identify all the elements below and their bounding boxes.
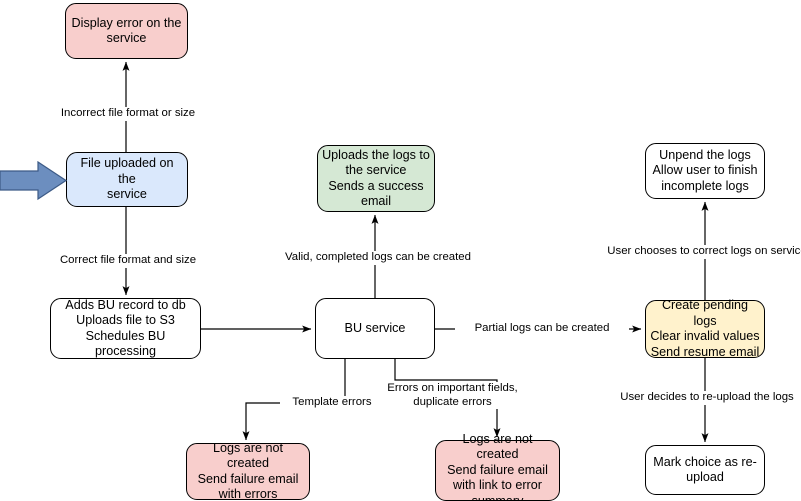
node-create-pending-logs[interactable]: Create pending logs Clear invalid values… xyxy=(645,298,765,359)
edge-label-user-chooses-correct-logs: User chooses to correct logs on service xyxy=(600,245,801,259)
input-entry-arrow-icon xyxy=(0,161,68,201)
edge-label-incorrect-file-format: Incorrect file format or size xyxy=(26,107,230,121)
edge-label-user-decides-reupload: User decides to re-upload the logs xyxy=(611,391,801,405)
node-file-uploaded-on-the-service[interactable]: File uploaded on the service xyxy=(66,152,188,207)
node-mark-choice-as-reupload[interactable]: Mark choice as re- upload xyxy=(645,445,765,495)
edge-label-template-errors: Template errors xyxy=(280,396,384,410)
node-logs-not-created-with-errors[interactable]: Logs are not created Send failure email … xyxy=(186,441,310,501)
edge-label-valid-completed-logs: Valid, completed logs can be created xyxy=(276,251,480,265)
input-entry-arrow-wrap xyxy=(0,161,68,201)
edge-label-partial-logs: Partial logs can be created xyxy=(455,322,629,336)
node-display-error[interactable]: Display error on the service xyxy=(65,3,188,59)
node-uploads-logs-success[interactable]: Uploads the logs to the service Sends a … xyxy=(317,145,435,212)
node-adds-bu-record[interactable]: Adds BU record to db Uploads file to S3 … xyxy=(50,298,201,359)
node-bu-service[interactable]: BU service xyxy=(315,298,435,359)
node-logs-not-created-error-summary[interactable]: Logs are not created Send failure email … xyxy=(435,432,560,501)
node-unpend-the-logs[interactable]: Unpend the logs Allow user to finish inc… xyxy=(645,143,765,199)
edge-label-errors-important-fields: Errors on important fields, duplicate er… xyxy=(385,382,520,409)
edge-label-correct-file-format: Correct file format and size xyxy=(28,254,228,268)
